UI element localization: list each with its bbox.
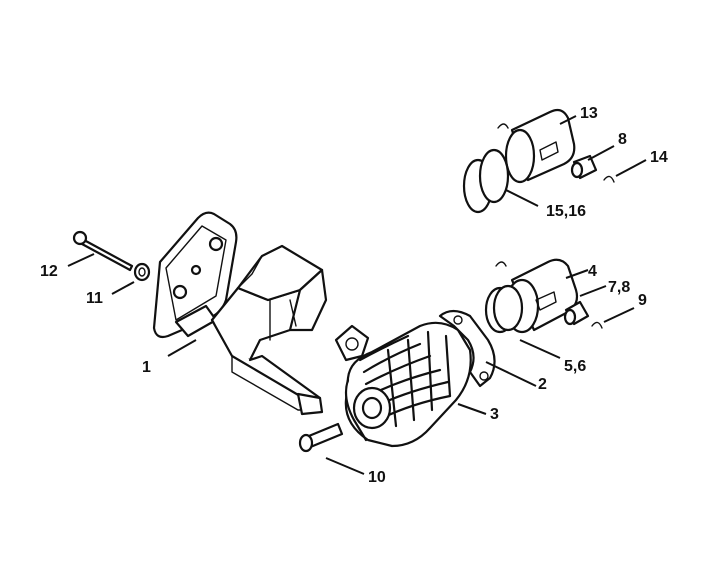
part-14-clip-upper <box>497 123 615 183</box>
label-4: 4 <box>588 263 597 280</box>
part-12-bolt <box>72 230 134 272</box>
part-15-16-piston-rings <box>462 148 510 214</box>
leader-lines <box>67 115 647 475</box>
label-13: 13 <box>580 105 598 122</box>
part-7-8-piston-pin <box>563 300 590 326</box>
part-8-piston-pin-upper <box>570 154 598 180</box>
leader-3 <box>457 403 487 415</box>
leader-2 <box>485 361 537 387</box>
leader-14 <box>615 159 647 177</box>
leader-10 <box>325 457 365 475</box>
leader-7-8 <box>579 285 607 297</box>
label-10: 10 <box>368 469 386 486</box>
part-10-screw <box>298 422 344 453</box>
label-7-8: 7,8 <box>608 279 630 296</box>
part-1-manifold-bracket <box>152 211 370 416</box>
label-12: 12 <box>40 263 58 280</box>
leader-12 <box>67 253 95 267</box>
leader-8 <box>587 145 615 161</box>
label-11: 11 <box>86 290 103 307</box>
label-3: 3 <box>490 406 499 423</box>
part-3-cylinder <box>344 321 472 448</box>
callout-labels: 1 2 3 4 5,6 7,8 9 10 11 12 13 14 15,16 8 <box>40 105 668 486</box>
part-5-6-piston-rings <box>484 284 524 334</box>
label-5-6: 5,6 <box>564 358 586 375</box>
label-14: 14 <box>650 149 668 166</box>
leader-9 <box>603 307 635 323</box>
label-1: 1 <box>142 359 151 376</box>
label-2: 2 <box>538 376 547 393</box>
part-11-washer <box>133 262 151 282</box>
part-13-piston <box>504 108 576 184</box>
leader-4 <box>565 269 589 279</box>
part-9-clip-lower <box>495 261 603 329</box>
label-15-16: 15,16 <box>546 203 586 220</box>
label-8: 8 <box>618 131 627 148</box>
leader-11 <box>111 281 135 295</box>
label-9: 9 <box>638 292 647 309</box>
leader-5-6 <box>519 339 561 359</box>
leader-1 <box>167 339 197 357</box>
leader-13 <box>559 115 577 125</box>
leader-15-16 <box>505 189 539 207</box>
